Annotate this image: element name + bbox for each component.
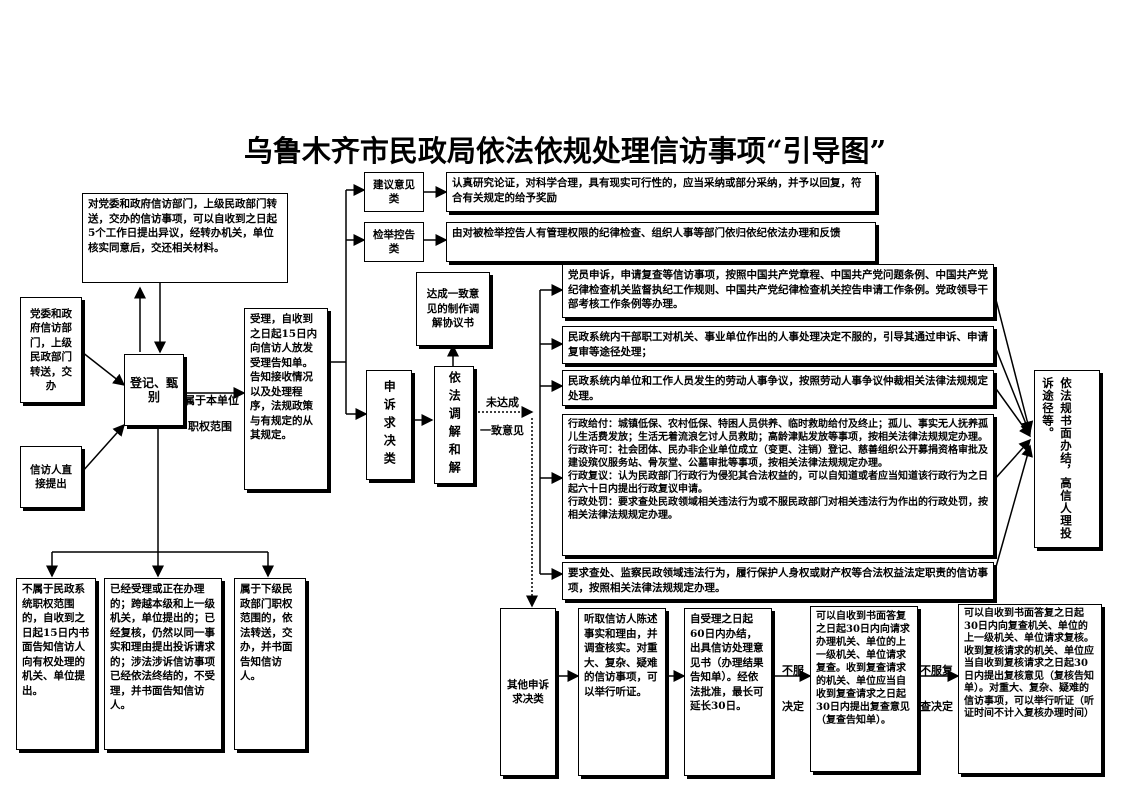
- scope-label: 职权范围: [188, 420, 232, 433]
- dissatisfied-label: 不服: [782, 664, 804, 677]
- party-gov-depts-box: 党委和政府信访部门，上级民政部门转送，交办: [20, 297, 82, 403]
- appeal-type-text: 申诉求决类: [382, 380, 397, 470]
- recheck-text: 可以自收到书面答复之日起30日内向复查机关、单位的上一级机关、单位请求复核。收到…: [964, 608, 1094, 719]
- lower-level-box: 属于下级民政部门职权范围的，依法转送，交办，并书面告知信访人。: [234, 578, 306, 750]
- not-agreed-label: 未达成: [486, 396, 519, 409]
- agreement-doc-box: 达成一致意见的制作调解协议书: [416, 272, 490, 346]
- admin-acts-text: 行政给付：城镇低保、农村低保、特困人员供养、临时救助给付及终止；孤儿、事实无人抚…: [568, 419, 988, 521]
- already-handled-box: 已经受理或正在办理的；跨越本级和上一级机关，单位提出的；已经复核，仍然以同一事实…: [104, 578, 222, 750]
- labor-dispute-text: 民政系统内单位和工作人员发生的劳动人事争议，按照劳动人事争议仲裁相关法律法规规定…: [568, 375, 988, 402]
- report-text: 检举控告类: [373, 228, 415, 256]
- review-text: 可以自收到书面答复之日起30日内向请求办理机关、单位的上一级机关、单位请求复查。…: [816, 611, 910, 726]
- personnel-text: 民政系统内干部职工对机关、事业单位作出的人事处理决定不服的，引导其通过申诉、申请…: [568, 331, 988, 358]
- hearing-text: 听取信访人陈述事实和理由，并调查核实。对重大、复杂、疑难的信访事项，可以举行听证…: [584, 613, 658, 698]
- sixty-days-text: 自受理之日起60日内办结，出具信访处理意见书（办理结果告知单）。经依法批准，最长…: [690, 613, 764, 712]
- report-desc-text: 由对被检举控告人有管理权限的纪律检查、组织人事等部门依归依纪依法办理和反馈: [452, 227, 841, 239]
- lower-level-text: 属于下级民政部门职权范围的，依法转送，交办，并书面告知信访人。: [240, 583, 293, 682]
- supervision-box: 要求查处、监察民政领域违法行为，履行保护人身权或财产权等合法权益法定职责的信访事…: [562, 562, 994, 600]
- decision-label: 决定: [782, 700, 804, 713]
- belongs-scope-label: 属于本单位: [184, 394, 239, 407]
- sixty-days-box: 自受理之日起60日内办结，出具信访处理意见书（办理结果告知单）。经依法批准，最长…: [684, 608, 772, 776]
- mediation-box: 依法调解和解: [434, 366, 474, 484]
- page-title: 乌鲁木齐市民政局依法依规处理信访事项“引导图”: [243, 134, 887, 168]
- party-member-box: 党员申诉，申请复查等信访事项，按照中国共产党章程、中国共产党问题条例、中国共产党…: [562, 264, 994, 318]
- accept-15days-box: 受理，自收到之日起15日内向信访人放发受理告知单。告知接收情况以及处理程序，法规…: [244, 308, 328, 490]
- labor-dispute-box: 民政系统内单位和工作人员发生的劳动人事争议，按照劳动人事争议仲裁相关法律法规规定…: [562, 370, 994, 406]
- legal-channel-box: 依法规书面办结，高信人理投诉途径等。: [1034, 370, 1100, 548]
- other-appeal-box: 其他申诉求决类: [500, 608, 556, 776]
- report-box: 检举控告类: [364, 222, 424, 262]
- suggestion-text: 建议意见类: [373, 178, 415, 206]
- petitioner-direct-text: 信访人直接提出: [30, 463, 72, 491]
- agreement-doc-text: 达成一致意见的制作调解协议书: [426, 288, 480, 330]
- other-appeal-text: 其他申诉求决类: [507, 678, 549, 706]
- personnel-box: 民政系统内干部职工对机关、事业单位作出的人事处理决定不服的，引导其通过申诉、申请…: [562, 326, 994, 364]
- party-member-text: 党员申诉，申请复查等信访事项，按照中国共产党章程、中国共产党问题条例、中国共产党…: [568, 269, 988, 310]
- recheck-box: 可以自收到书面答复之日起30日内向复查机关、单位的上一级机关、单位请求复核。收到…: [958, 604, 1102, 774]
- register-screen-text: 登记、甄别: [130, 375, 179, 405]
- party-gov-depts-text: 党委和政府信访部门，上级民政部门转送，交办: [30, 307, 72, 393]
- higher-dept-info-box: 对党委和政府信访部门，上级民政部门转送，交办的信访事项，可以自收到之日起5个工作…: [82, 193, 288, 283]
- supervision-text: 要求查处、监察民政领域违法行为，履行保护人身权或财产权等合法权益法定职责的信访事…: [568, 567, 988, 594]
- already-handled-text: 已经受理或正在办理的；跨越本级和上一级机关，单位提出的；已经复核，仍然以同一事实…: [110, 583, 215, 711]
- suggestion-desc-box: 认真研究论证，对科学合理，具有现实可行性的，应当采纳或部分采纳，并予以回复，符合…: [446, 172, 876, 212]
- higher-dept-info-text: 对党委和政府信访部门，上级民政部门转送，交办的信访事项，可以自收到之日起5个工作…: [88, 198, 277, 254]
- petitioner-direct-box: 信访人直接提出: [20, 446, 82, 508]
- accept-15days-text: 受理，自收到之日起15日内向信访人放发受理告知单。告知接收情况以及处理程序，法规…: [250, 313, 318, 441]
- agreement-label: 一致意见: [480, 424, 524, 437]
- register-screen-box: 登记、甄别: [124, 354, 184, 426]
- not-scope-text: 不属于民政系统职权范围的，自收到之日起15日内书面告知信访人向有权处理的机关、单…: [22, 583, 90, 697]
- suggestion-box: 建议意见类: [364, 172, 424, 212]
- report-desc-box: 由对被检举控告人有管理权限的纪律检查、组织人事等部门依归依纪依法办理和反馈: [446, 222, 876, 262]
- review-decision-label: 查决定: [920, 700, 953, 713]
- hearing-box: 听取信访人陈述事实和理由，并调查核实。对重大、复杂、疑难的信访事项，可以举行听证…: [578, 608, 666, 776]
- admin-acts-box: 行政给付：城镇低保、农村低保、特困人员供养、临时救助给付及终止；孤儿、事实无人抚…: [562, 414, 994, 556]
- mediation-text: 依法调解和解: [447, 371, 462, 479]
- appeal-type-box: 申诉求决类: [366, 370, 412, 480]
- not-scope-box: 不属于民政系统职权范围的，自收到之日起15日内书面告知信访人向有权处理的机关、单…: [16, 578, 96, 750]
- suggestion-desc-text: 认真研究论证，对科学合理，具有现实可行性的，应当采纳或部分采纳，并予以回复，符合…: [452, 177, 862, 204]
- dissatisfied-review-label: 不服复: [920, 664, 953, 677]
- review-box: 可以自收到书面答复之日起30日内向请求办理机关、单位的上一级机关、单位请求复查。…: [810, 606, 918, 772]
- legal-channel-text: 依法规书面办结，高信人理投诉途径等。: [1041, 377, 1073, 540]
